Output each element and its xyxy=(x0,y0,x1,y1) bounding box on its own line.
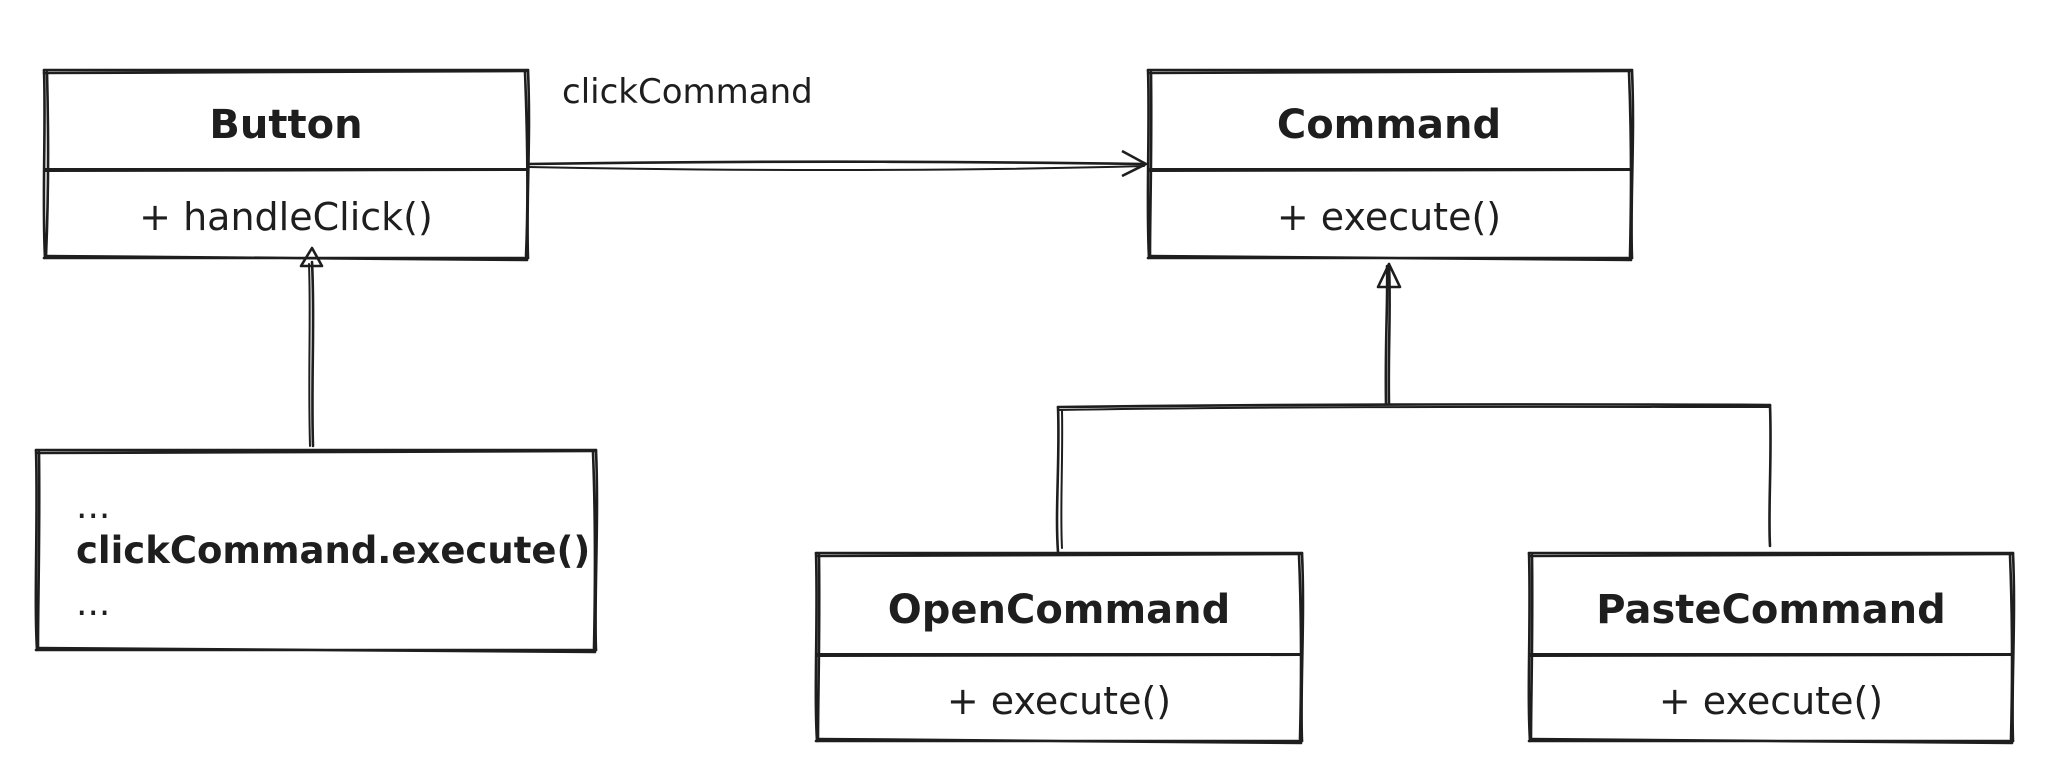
note-box[interactable]: ... clickCommand.execute() ... xyxy=(34,448,599,654)
class-open-command-name: OpenCommand xyxy=(888,587,1231,633)
class-button-name: Button xyxy=(209,102,362,148)
note-line-2: clickCommand.execute() xyxy=(76,529,590,572)
association-arrow[interactable] xyxy=(526,149,1148,178)
inheritance-lines xyxy=(1055,262,1772,554)
note-connector xyxy=(299,246,324,448)
class-command-name: Command xyxy=(1277,102,1501,148)
class-button-method: + handleClick() xyxy=(139,195,433,239)
class-open-command-method: + execute() xyxy=(947,679,1171,723)
note-line-3: ... xyxy=(76,583,110,624)
note-line-1: ... xyxy=(76,486,110,527)
association-label: clickCommand xyxy=(562,72,813,112)
class-open-command[interactable]: OpenCommand + execute() xyxy=(814,551,1305,745)
class-paste-command-name: PasteCommand xyxy=(1596,587,1946,633)
class-command[interactable]: Command + execute() xyxy=(1146,68,1635,262)
class-button[interactable]: Button + handleClick() xyxy=(42,68,531,262)
class-paste-command-method: + execute() xyxy=(1659,679,1883,723)
class-command-method: + execute() xyxy=(1277,195,1501,239)
class-paste-command[interactable]: PasteCommand + execute() xyxy=(1527,551,2016,745)
